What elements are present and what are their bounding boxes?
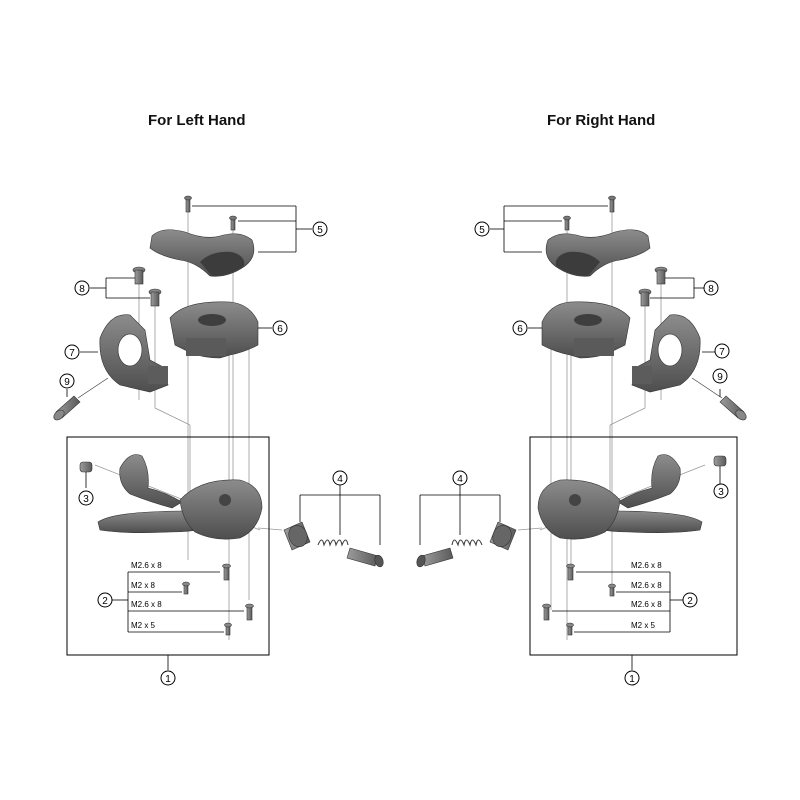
left-spring-assembly — [283, 485, 384, 568]
callout-2-left: 2 — [97, 592, 113, 608]
left-shifter-box — [66, 436, 270, 656]
callout-8-right: 8 — [703, 280, 719, 296]
callout-6-left: 6 — [272, 320, 288, 336]
svg-text:7: 7 — [69, 348, 75, 359]
callout-3-right: 3 — [713, 483, 729, 499]
left-leader-lines — [94, 212, 283, 640]
right-leader-lines — [517, 212, 706, 640]
callout-7-right: 7 — [714, 343, 730, 359]
right-clamp-part — [631, 314, 701, 393]
callout-1-left: 1 — [160, 670, 176, 686]
callout-markers: 5 6 8 7 9 3 2 1 4 5 6 8 7 9 3 2 1 4 — [59, 221, 730, 686]
left-hand-assembly: M2.6 x 8 M2 x 8 M2.6 x 8 M2 x 5 — [53, 195, 384, 670]
svg-text:9: 9 — [64, 377, 70, 388]
svg-text:6: 6 — [517, 324, 523, 335]
svg-text:3: 3 — [718, 487, 724, 498]
right-screw-size-2: M2.6 x 8 — [631, 581, 662, 590]
right-clamp-bolts — [638, 266, 668, 307]
right-screw-size-4: M2 x 5 — [631, 621, 656, 630]
left-shifter-unit — [97, 454, 263, 540]
callout-3-left: 3 — [78, 490, 94, 506]
right-cover-part — [545, 229, 651, 277]
right-screw-table-lines — [552, 571, 686, 633]
svg-text:1: 1 — [165, 674, 171, 685]
svg-text:8: 8 — [708, 284, 714, 295]
right-spring-assembly — [416, 485, 517, 568]
left-screw-size-4: M2 x 5 — [131, 621, 156, 630]
callout-4-left: 4 — [332, 470, 348, 486]
left-clamp-bolt — [53, 377, 109, 421]
svg-text:4: 4 — [457, 474, 463, 485]
callout-6-right: 6 — [512, 320, 528, 336]
svg-text:1: 1 — [629, 674, 635, 685]
left-screw-size-1: M2.6 x 8 — [131, 561, 162, 570]
right-hand-assembly: M2.6 x 8 M2.6 x 8 M2.6 x 8 M2 x 5 — [416, 195, 747, 670]
right-screw-size-1: M2.6 x 8 — [631, 561, 662, 570]
title-left-hand: For Left Hand — [148, 112, 246, 129]
right-shifter-box — [529, 436, 738, 656]
left-cover-part — [149, 229, 255, 277]
svg-text:4: 4 — [337, 474, 343, 485]
callout-4-right: 4 — [452, 470, 468, 486]
left-clamp-bolts — [132, 266, 162, 307]
right-callout-brackets — [490, 205, 721, 670]
right-base-plate-part — [541, 301, 631, 359]
title-right-hand: For Right Hand — [547, 112, 656, 129]
callout-5-left: 5 — [312, 221, 328, 237]
callout-9-right: 9 — [712, 368, 728, 384]
svg-text:6: 6 — [277, 324, 283, 335]
svg-text:5: 5 — [479, 225, 485, 236]
left-clamp-part — [99, 314, 169, 393]
callout-2-right: 2 — [682, 592, 698, 608]
svg-text:9: 9 — [717, 372, 723, 383]
left-callout-brackets — [66, 205, 312, 670]
left-base-plate-part — [169, 301, 259, 359]
right-cover-screws — [563, 195, 616, 231]
left-screw-size-3: M2.6 x 8 — [131, 600, 162, 609]
svg-text:3: 3 — [83, 494, 89, 505]
svg-text:7: 7 — [719, 347, 725, 358]
right-shifter-unit — [537, 454, 703, 540]
right-screw-size-3: M2.6 x 8 — [631, 600, 662, 609]
left-screw-table-lines — [112, 571, 244, 633]
callout-1-right: 1 — [624, 670, 640, 686]
svg-text:8: 8 — [79, 284, 85, 295]
left-bushing-part — [79, 461, 93, 488]
left-cover-screws — [184, 195, 237, 231]
left-small-screws — [182, 563, 254, 636]
callout-5-right: 5 — [474, 221, 490, 237]
svg-text:5: 5 — [317, 225, 323, 236]
callout-8-left: 8 — [74, 280, 90, 296]
left-screw-size-2: M2 x 8 — [131, 581, 156, 590]
right-small-screws — [542, 563, 616, 636]
callout-9-left: 9 — [59, 373, 75, 389]
right-bushing-part — [713, 455, 727, 484]
callout-7-left: 7 — [64, 344, 80, 360]
svg-text:2: 2 — [102, 596, 108, 607]
svg-text:2: 2 — [687, 596, 693, 607]
right-clamp-bolt — [691, 377, 747, 421]
